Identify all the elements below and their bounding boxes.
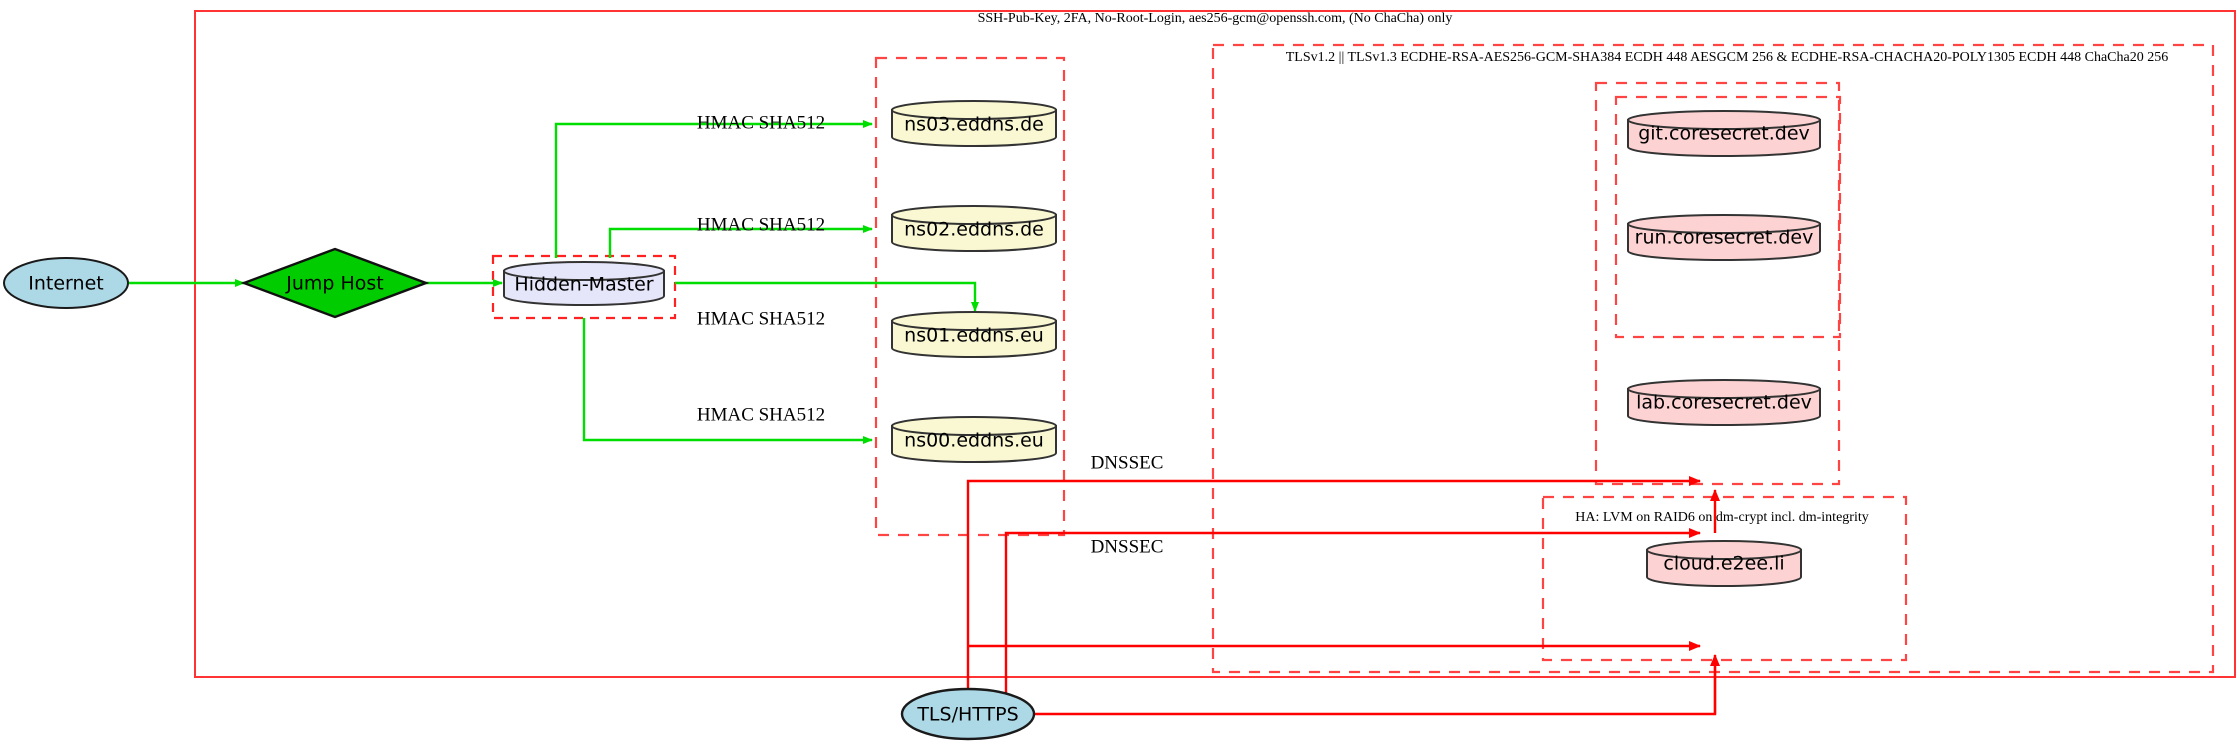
node-ns00[interactable]: ns00.eddns.eu [891,416,1057,463]
node-tls-https-label: TLS/HTTPS [916,704,1018,726]
edge-label-hmac-ns01: HMAC SHA512 [697,308,825,329]
edge-label-dnssec-upper: DNSSEC [1091,452,1164,473]
cluster-ssh-outer [194,10,2236,678]
node-ns02-label: ns02.eddns.de [904,219,1044,241]
node-run-coresecret-label: run.coresecret.dev [1635,227,1814,249]
edge-hm-ns01 [675,281,979,312]
cluster-hidden-master [491,254,677,320]
edge-tlshttps-right [1033,660,1717,716]
node-ns00-label: ns00.eddns.eu [904,430,1044,452]
cluster-ha-label: HA: LVM on RAID6 on dm-crypt incl. dm-in… [1575,510,1868,525]
cluster-tls-label: TLSv1.2 || TLSv1.3 ECDHE-RSA-AES256-GCM-… [1286,50,2168,65]
cluster-coresecret-inner [1614,95,1842,339]
node-jump-host[interactable]: Jump Host [240,247,430,319]
node-ns03-label: ns03.eddns.de [904,114,1044,136]
cluster-dns [874,56,1066,537]
node-lab-coresecret[interactable]: lab.coresecret.dev [1627,379,1821,426]
edge-label-hmac-ns03: HMAC SHA512 [697,112,825,133]
node-git-coresecret[interactable]: git.coresecret.dev [1627,110,1821,157]
edge-hm-ns02 [608,225,873,258]
node-jump-host-label: Jump Host [285,273,384,295]
node-cloud-e2ee-label: cloud.e2ee.li [1663,553,1784,575]
edge-dnssec-upper [966,476,1701,486]
node-ns01-label: ns01.eddns.eu [904,325,1044,347]
node-git-coresecret-label: git.coresecret.dev [1638,123,1810,145]
node-hidden-master[interactable]: Hidden-Master [503,261,665,306]
cluster-tls [1211,43,2215,674]
node-internet[interactable]: Internet [3,257,129,309]
edge-dnssec-lower [1004,528,1701,540]
edge-hm-ns00 [582,318,873,444]
edge-label-hmac-ns00: HMAC SHA512 [697,404,825,425]
node-tls-https[interactable]: TLS/HTTPS [900,687,1036,741]
node-ns03[interactable]: ns03.eddns.de [891,100,1057,147]
node-cloud-e2ee[interactable]: cloud.e2ee.li [1646,540,1802,587]
node-ns01[interactable]: ns01.eddns.eu [891,311,1057,358]
node-ns02[interactable]: ns02.eddns.de [891,205,1057,252]
cluster-ssh-outer-label: SSH-Pub-Key, 2FA, No-Root-Login, aes256-… [978,11,1453,26]
cluster-ha [1541,495,1908,662]
node-run-coresecret[interactable]: run.coresecret.dev [1627,214,1821,261]
edge-label-dnssec-lower: DNSSEC [1091,536,1164,557]
node-lab-coresecret-label: lab.coresecret.dev [1636,392,1812,414]
node-internet-label: Internet [28,273,103,295]
edge-hm-ns03 [554,120,873,258]
edge-label-hmac-ns02: HMAC SHA512 [697,214,825,235]
node-hidden-master-label: Hidden-Master [514,274,653,296]
